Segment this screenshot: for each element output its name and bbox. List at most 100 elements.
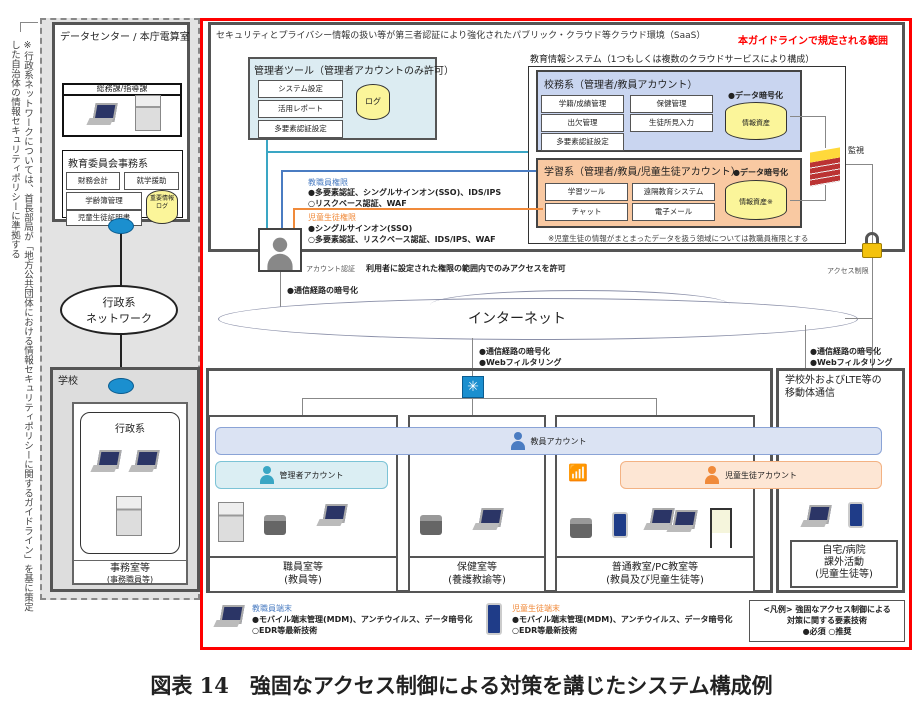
room-label: 普通教室/PC教室等 (教員及び児童生徒等) [555, 556, 755, 587]
board-db: 重要情報ログ [146, 190, 178, 224]
admin-tool-item: システム設定 [258, 80, 343, 98]
office-name: 事務室等 [110, 563, 150, 574]
printer-icon [264, 515, 286, 535]
connector [872, 164, 873, 499]
user-auth-box [258, 228, 302, 272]
admin-line [266, 151, 528, 153]
room-name: 保健室等 [457, 562, 497, 573]
koumu-item: 多要素認証設定 [541, 133, 624, 151]
staff-perm-line2: ○リスクベース認証、WAF [308, 199, 407, 208]
room-sub: (教員及び児童生徒等) [606, 575, 704, 586]
copier-icon [116, 496, 142, 536]
room-label: 職員室等(教員等) [208, 556, 398, 587]
staff-perm-title: 教職員権限 [308, 178, 348, 187]
internet-enc-right-1: ●通信経路の暗号化 [810, 347, 881, 356]
account-auth-label: アカウント認証 [306, 265, 355, 273]
switch-icon: ✳ [462, 376, 484, 398]
home-box: 自宅/病院 課外活動(児童生徒等) [790, 540, 898, 588]
koumu-item: 学籍/成績管理 [541, 95, 624, 113]
monitor-label: 監視 [848, 146, 864, 155]
room-label: 保健室等 (養護教諭等) [408, 556, 546, 587]
student-perm-line1: ●シングルサインオン(SSO) [308, 224, 413, 233]
student-perm-title: 児童生徒権限 [308, 213, 356, 222]
student-device-title: 児童生徒端末 [512, 604, 560, 613]
guideline-scope [200, 18, 912, 650]
student-perm-line2: ○多要素認証、リスクベース認証、IDS/IPS、WAF [308, 235, 496, 244]
access-limit-label: アクセス制限 [827, 267, 869, 275]
student-device-line1: ●モバイル端末管理(MDM)、アンチウイルス、データ暗号化 [512, 615, 733, 624]
office-label: 事務室等(事務職員等) [72, 560, 188, 585]
printer-icon [570, 518, 592, 538]
koumu-title: 校務系（管理者/教員アカウント） [544, 80, 698, 91]
laptop-icon [318, 504, 344, 528]
admin-account-bar: 管理者アカウント [215, 461, 388, 489]
room-sub: (教員等) [284, 575, 322, 586]
koumu-item: 生徒所見入力 [630, 114, 713, 132]
staff-device-line2: ○EDR等最新技術 [252, 626, 318, 635]
arrow-down-icon [20, 22, 38, 32]
internet-enc-mid-1: ●通信経路の暗号化 [479, 347, 550, 356]
general-affairs-box [62, 83, 182, 137]
gakushu-item: 遠隔教育システム [632, 183, 715, 201]
admin-account-label: 管理者アカウント [279, 470, 344, 480]
home-sub: (児童生徒等) [815, 569, 873, 580]
connector [846, 164, 873, 165]
gakushu-item: 電子メール [632, 203, 715, 221]
laptop-icon [474, 508, 500, 532]
school-label: 学校 [58, 376, 78, 387]
legend-key: <凡例> 強固なアクセス制御による 対策に関する要素技術●必須 ○推奨 [749, 600, 905, 642]
connector [790, 116, 826, 117]
connector [280, 272, 281, 312]
laptop-icon [88, 103, 114, 127]
room-name: 普通教室/PC教室等 [611, 562, 699, 573]
student-account-icon [705, 466, 719, 484]
cloud-environment-box [208, 22, 905, 252]
office-box [72, 402, 188, 585]
staff-line [281, 170, 283, 230]
scope-label: 本ガイドラインで規定される範囲 [738, 36, 888, 47]
admin-sys-box [80, 412, 180, 554]
board-office-title: 教育委員会事務系 [68, 159, 148, 170]
teacher-account-bar: 教員アカウント [215, 427, 882, 455]
tablet-icon [612, 512, 628, 538]
admin-tool-item: 活用レポート [258, 100, 343, 118]
staff-perm-line1: ●多要素認証、シングルサインオン(SSO)、IDS/IPS [308, 188, 502, 197]
laptop-icon [668, 510, 694, 534]
db-log-label: ログ [155, 203, 168, 210]
room-sub: (養護教諭等) [448, 575, 506, 586]
koumu-encryption: ●データ暗号化 [728, 91, 783, 100]
router-icon [108, 218, 134, 234]
gakushu-item: 学習ツール [545, 183, 628, 201]
printer-icon [420, 515, 442, 535]
koumu-db: 情報資産 [725, 102, 787, 140]
laptop-icon [802, 505, 828, 529]
student-line [293, 208, 543, 210]
admin-network: 行政系 ネットワーク [60, 285, 178, 335]
electronic-blackboard-icon [710, 508, 732, 548]
log-db: ログ [356, 84, 390, 120]
admin-line [266, 140, 268, 230]
staff-device-title: 教職員端末 [252, 604, 292, 613]
admin-tool-item: 多要素認証設定 [258, 120, 343, 138]
connector [805, 325, 806, 375]
legend-key-values: ●必須 ○推奨 [802, 627, 852, 636]
db-label: 重要情報 [149, 195, 174, 202]
datacenter-title: データセンター / 本庁電算室 [60, 32, 190, 43]
staff-device-line1: ●モバイル端末管理(MDM)、アンチウイルス、データ暗号化 [252, 615, 473, 624]
home-label: 自宅/病院 課外活動 [822, 545, 866, 568]
edu-system-note: ※児童生徒の情報がまとまったデータを扱う領域については教職員権限とする [548, 234, 809, 243]
laptop-icon [92, 450, 118, 474]
teacher-account-icon [510, 432, 525, 450]
router-icon [108, 378, 134, 394]
connector [302, 398, 657, 399]
koumu-item: 保健管理 [630, 95, 713, 113]
account-auth-desc: 利用者に設定された権限の範囲内でのみアクセスを許可 [366, 264, 566, 273]
staff-line [281, 170, 536, 172]
student-device-line2: ○EDR等最新技術 [512, 626, 578, 635]
internet-cloud-bump [430, 290, 730, 320]
connector [472, 398, 473, 415]
laptop-icon [130, 450, 156, 474]
staff-device-icon [215, 605, 241, 629]
student-device-icon [486, 603, 502, 635]
wifi-access-point-icon: 📶 [568, 463, 588, 482]
